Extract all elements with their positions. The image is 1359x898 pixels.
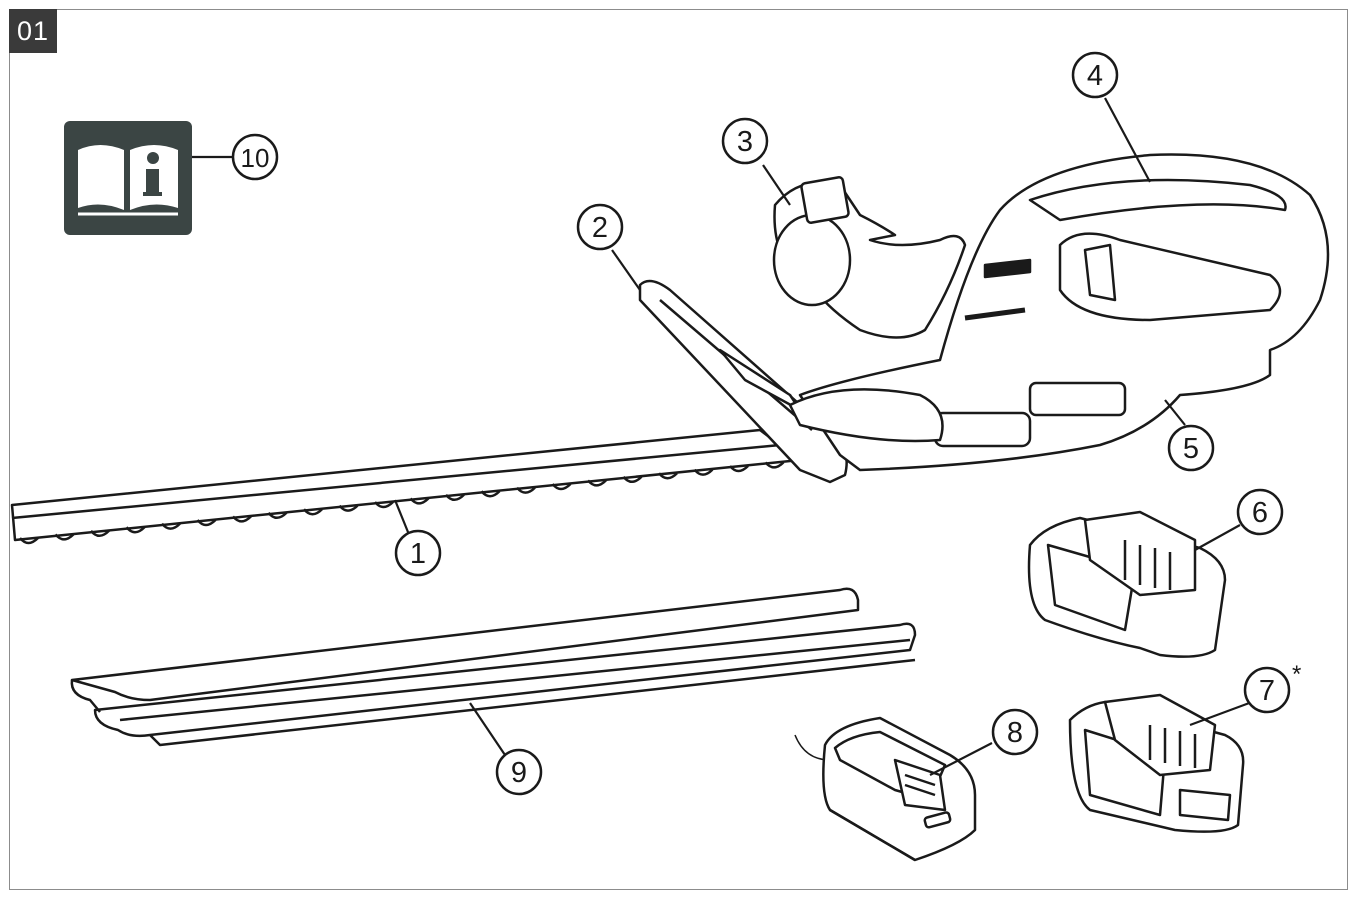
callout-5: 5 — [1167, 424, 1215, 472]
trimmer-body-drawing — [638, 153, 1330, 484]
blade-drawing — [10, 428, 802, 545]
callout-7: 7 — [1243, 666, 1291, 714]
callout-label-6: 6 — [1252, 497, 1268, 529]
callout-label-3: 3 — [737, 126, 753, 158]
blade-tooth — [19, 537, 39, 545]
blade-tooth — [658, 472, 678, 480]
blade-tooth — [196, 519, 217, 527]
manual-info-icon — [64, 121, 192, 235]
blade-tooth — [232, 515, 252, 523]
figure-frame — [9, 9, 1348, 890]
callout-circle-3 — [721, 117, 769, 165]
blade-tooth — [622, 475, 643, 484]
blade-tooth — [54, 533, 75, 541]
callout-label-5: 5 — [1183, 433, 1199, 465]
blade-tooth — [693, 468, 714, 476]
blade-tooth — [764, 461, 785, 469]
callout-label-7: 7 — [1259, 675, 1275, 707]
callout-label-1: 1 — [410, 538, 426, 570]
callout-label-10: 10 — [241, 143, 270, 173]
callout-3: 3 — [721, 117, 769, 165]
callout-2: 2 — [576, 203, 624, 251]
battery-drawing — [1027, 510, 1227, 658]
battery-large-drawing — [1068, 693, 1245, 833]
callout-1: 1 — [394, 529, 442, 577]
callout-circle-6 — [1236, 488, 1284, 536]
callout-group: 1 2 3 4 5 6 7 8 9 10 * — [231, 51, 1301, 796]
blade-tooth — [267, 511, 288, 520]
blade-tooth — [551, 483, 572, 491]
callout-label-4: 4 — [1087, 60, 1103, 92]
blade-tooth — [374, 501, 394, 509]
blade-tooth — [161, 522, 181, 530]
callout-6: 6 — [1236, 488, 1284, 536]
callout-circle-9 — [495, 748, 543, 796]
charger-drawing — [794, 716, 977, 862]
blade-tooth — [90, 529, 110, 538]
blade-tooth — [409, 497, 430, 505]
callout-circle-7 — [1243, 666, 1291, 714]
callout-4: 4 — [1071, 51, 1119, 99]
callout-circle-8 — [991, 708, 1039, 756]
callout-label-2: 2 — [592, 212, 608, 244]
blade-tooth — [338, 504, 359, 512]
blade-tooth — [445, 493, 465, 502]
blade-tooth — [587, 479, 607, 487]
blade-tooth — [516, 486, 536, 494]
blade-cover-drawing — [70, 587, 917, 747]
callout-label-9: 9 — [511, 757, 527, 789]
blade-tooth — [480, 490, 501, 498]
callout-10: 10 — [231, 133, 279, 181]
callout-8: 8 — [991, 708, 1039, 756]
blade-tooth — [303, 508, 323, 516]
callout-circle-4 — [1071, 51, 1119, 99]
callout-9: 9 — [495, 748, 543, 796]
footnote-mark: * — [1292, 661, 1301, 688]
blade-tooth — [729, 465, 749, 473]
callout-circle-1 — [394, 529, 442, 577]
blade-tooth — [125, 526, 146, 534]
callout-circle-5 — [1167, 424, 1215, 472]
callout-label-8: 8 — [1007, 717, 1023, 749]
callout-circle-2 — [576, 203, 624, 251]
callout-circle-10 — [231, 133, 279, 181]
leader-lines — [192, 97, 1253, 776]
figure-number: 01 — [9, 9, 57, 53]
